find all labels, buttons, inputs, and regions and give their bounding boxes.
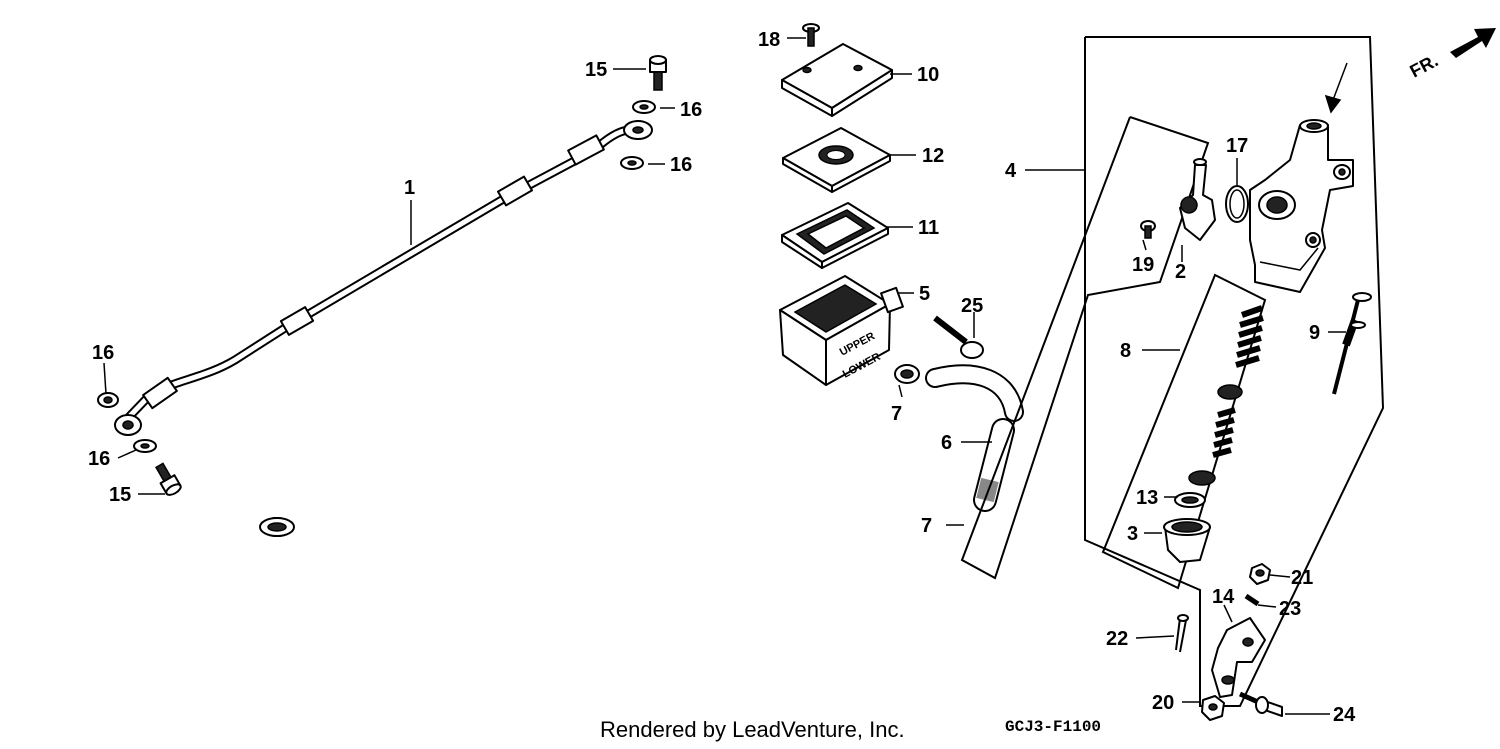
- fr-arrow-icon: [1450, 28, 1496, 58]
- cotter-pin: [1175, 614, 1189, 653]
- callout-21: 21: [1291, 567, 1313, 589]
- cap-screw: [802, 23, 820, 47]
- callout-3: 3: [1127, 523, 1138, 545]
- callout-15-lower: 15: [109, 484, 131, 506]
- piston-frame: [1101, 273, 1267, 590]
- diagram-code: GCJ3-F1100: [1005, 718, 1101, 736]
- fr-label: FR.: [1406, 50, 1441, 81]
- callout-22: 22: [1106, 628, 1128, 650]
- callout-2: 2: [1175, 261, 1186, 283]
- hose-joint: [1179, 158, 1216, 241]
- leader-lines: [103, 37, 1346, 715]
- brake-hose: [114, 120, 653, 436]
- callout-16-lower: 16: [88, 448, 110, 470]
- sealing-washers: [97, 100, 656, 453]
- callout-15-top: 15: [585, 59, 607, 81]
- callout-8: 8: [1120, 340, 1131, 362]
- small-pin: [1244, 593, 1260, 607]
- callout-13: 13: [1136, 487, 1158, 509]
- callout-9: 9: [1309, 322, 1320, 344]
- callout-12: 12: [922, 145, 944, 167]
- joint-screw: [1140, 220, 1156, 239]
- callout-19: 19: [1132, 254, 1154, 276]
- callout-17: 17: [1226, 135, 1248, 157]
- reservoir-body: UPPER LOWER: [779, 275, 904, 386]
- credit-text: Rendered by LeadVenture, Inc.: [600, 717, 905, 742]
- callout-7-upper: 7: [891, 403, 902, 425]
- reservoir-cap: [781, 43, 893, 117]
- piston-boot: [1163, 518, 1211, 563]
- callout-labels: 1 15 16 16 16 16 15 18 10 12 11 5 25 7 6…: [88, 29, 1356, 726]
- reservoir-diaphragm: [781, 202, 889, 269]
- piston-spring: [1174, 305, 1264, 508]
- front-direction-indicator: FR.: [1406, 28, 1496, 82]
- callout-23: 23: [1279, 598, 1301, 620]
- clevis: [1211, 617, 1266, 698]
- hose-clips: [261, 364, 920, 537]
- reservoir-bolt: [933, 315, 984, 359]
- callout-20: 20: [1152, 692, 1174, 714]
- callout-16-upper: 16: [670, 154, 692, 176]
- o-ring: [1225, 185, 1249, 223]
- callout-14: 14: [1212, 586, 1235, 608]
- callout-25: 25: [961, 295, 983, 317]
- callout-4: 4: [1005, 160, 1017, 182]
- master-cylinder: [1249, 119, 1354, 293]
- callout-5: 5: [919, 283, 930, 305]
- callout-18: 18: [758, 29, 780, 51]
- oil-bolts: [155, 55, 667, 496]
- callout-10: 10: [917, 64, 939, 86]
- callout-16-top: 16: [680, 99, 702, 121]
- flow-arrow: [1324, 62, 1348, 114]
- callout-16-left: 16: [92, 342, 114, 364]
- joint-pin: [1238, 691, 1283, 717]
- reservoir-hose: [925, 364, 1024, 512]
- callout-24: 24: [1333, 704, 1356, 726]
- push-rod: [1332, 292, 1372, 395]
- clevis-nut: [1201, 695, 1225, 721]
- callout-7-lower: 7: [921, 515, 932, 537]
- clip-7b: [259, 517, 295, 537]
- lock-nut: [1249, 563, 1271, 585]
- kit-frame: [960, 116, 1210, 580]
- diaphragm-plate: [782, 127, 891, 193]
- callout-1: 1: [404, 177, 415, 199]
- callout-11: 11: [918, 217, 939, 239]
- callout-6: 6: [941, 432, 952, 454]
